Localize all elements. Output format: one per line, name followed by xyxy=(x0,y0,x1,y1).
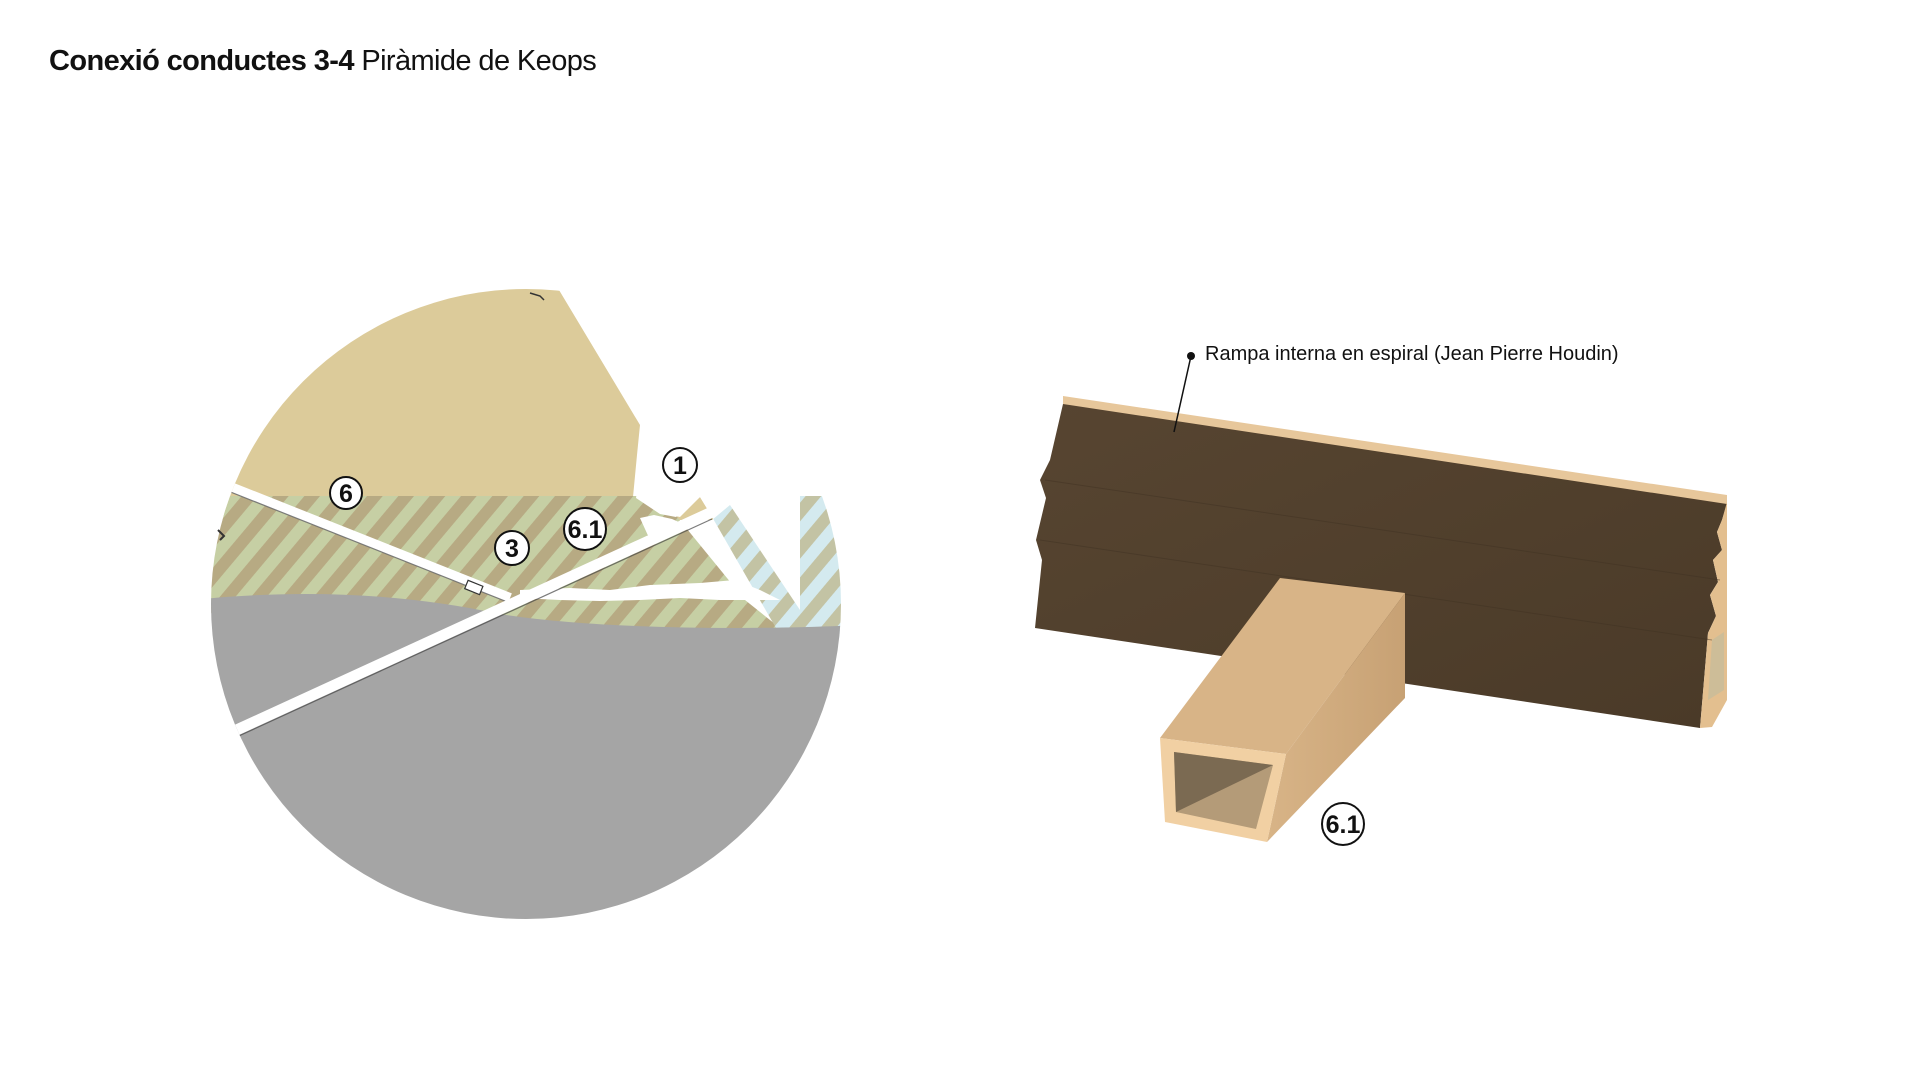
badge-6-1-text: 6.1 xyxy=(568,516,603,544)
ramp-front-face xyxy=(1035,404,1727,728)
badge-6-1: 6.1 xyxy=(563,507,607,551)
duct-6-edge xyxy=(211,459,511,604)
badge-6: 6 xyxy=(329,476,363,510)
ramp-end-inner xyxy=(1708,632,1724,700)
page-title: Conexió conductes 3-4 Piràmide de Keops xyxy=(49,44,597,79)
passage-6-1-gap xyxy=(520,580,780,601)
badge-6-text: 6 xyxy=(339,480,353,508)
duct-3 xyxy=(227,507,715,738)
duct-side-face xyxy=(1267,593,1405,842)
junction-block xyxy=(463,579,484,596)
annotation-leader xyxy=(1173,355,1192,433)
badge-1: 1 xyxy=(662,447,698,483)
duct-3-edge xyxy=(229,518,713,741)
badge-3: 3 xyxy=(494,530,530,566)
badge-duct-6-1: 6.1 xyxy=(1321,802,1365,846)
badge-3-text: 3 xyxy=(505,535,519,563)
badge-1-text: 1 xyxy=(673,452,687,480)
section-top-mark xyxy=(529,292,545,301)
badge-duct-6-1-text: 6.1 xyxy=(1326,811,1361,839)
page-title-regular: Piràmide de Keops xyxy=(361,45,597,77)
section-cut-mark xyxy=(217,529,226,541)
ramp-top-edge xyxy=(1063,396,1727,505)
duct-top-face xyxy=(1160,578,1405,754)
duct-6 xyxy=(211,450,512,603)
duct-opening-shade xyxy=(1174,752,1273,812)
page-title-bold: Conexió conductes 3-4 xyxy=(49,45,354,77)
annotation-text: Rampa interna en espiral (Jean Pierre Ho… xyxy=(1205,343,1619,365)
